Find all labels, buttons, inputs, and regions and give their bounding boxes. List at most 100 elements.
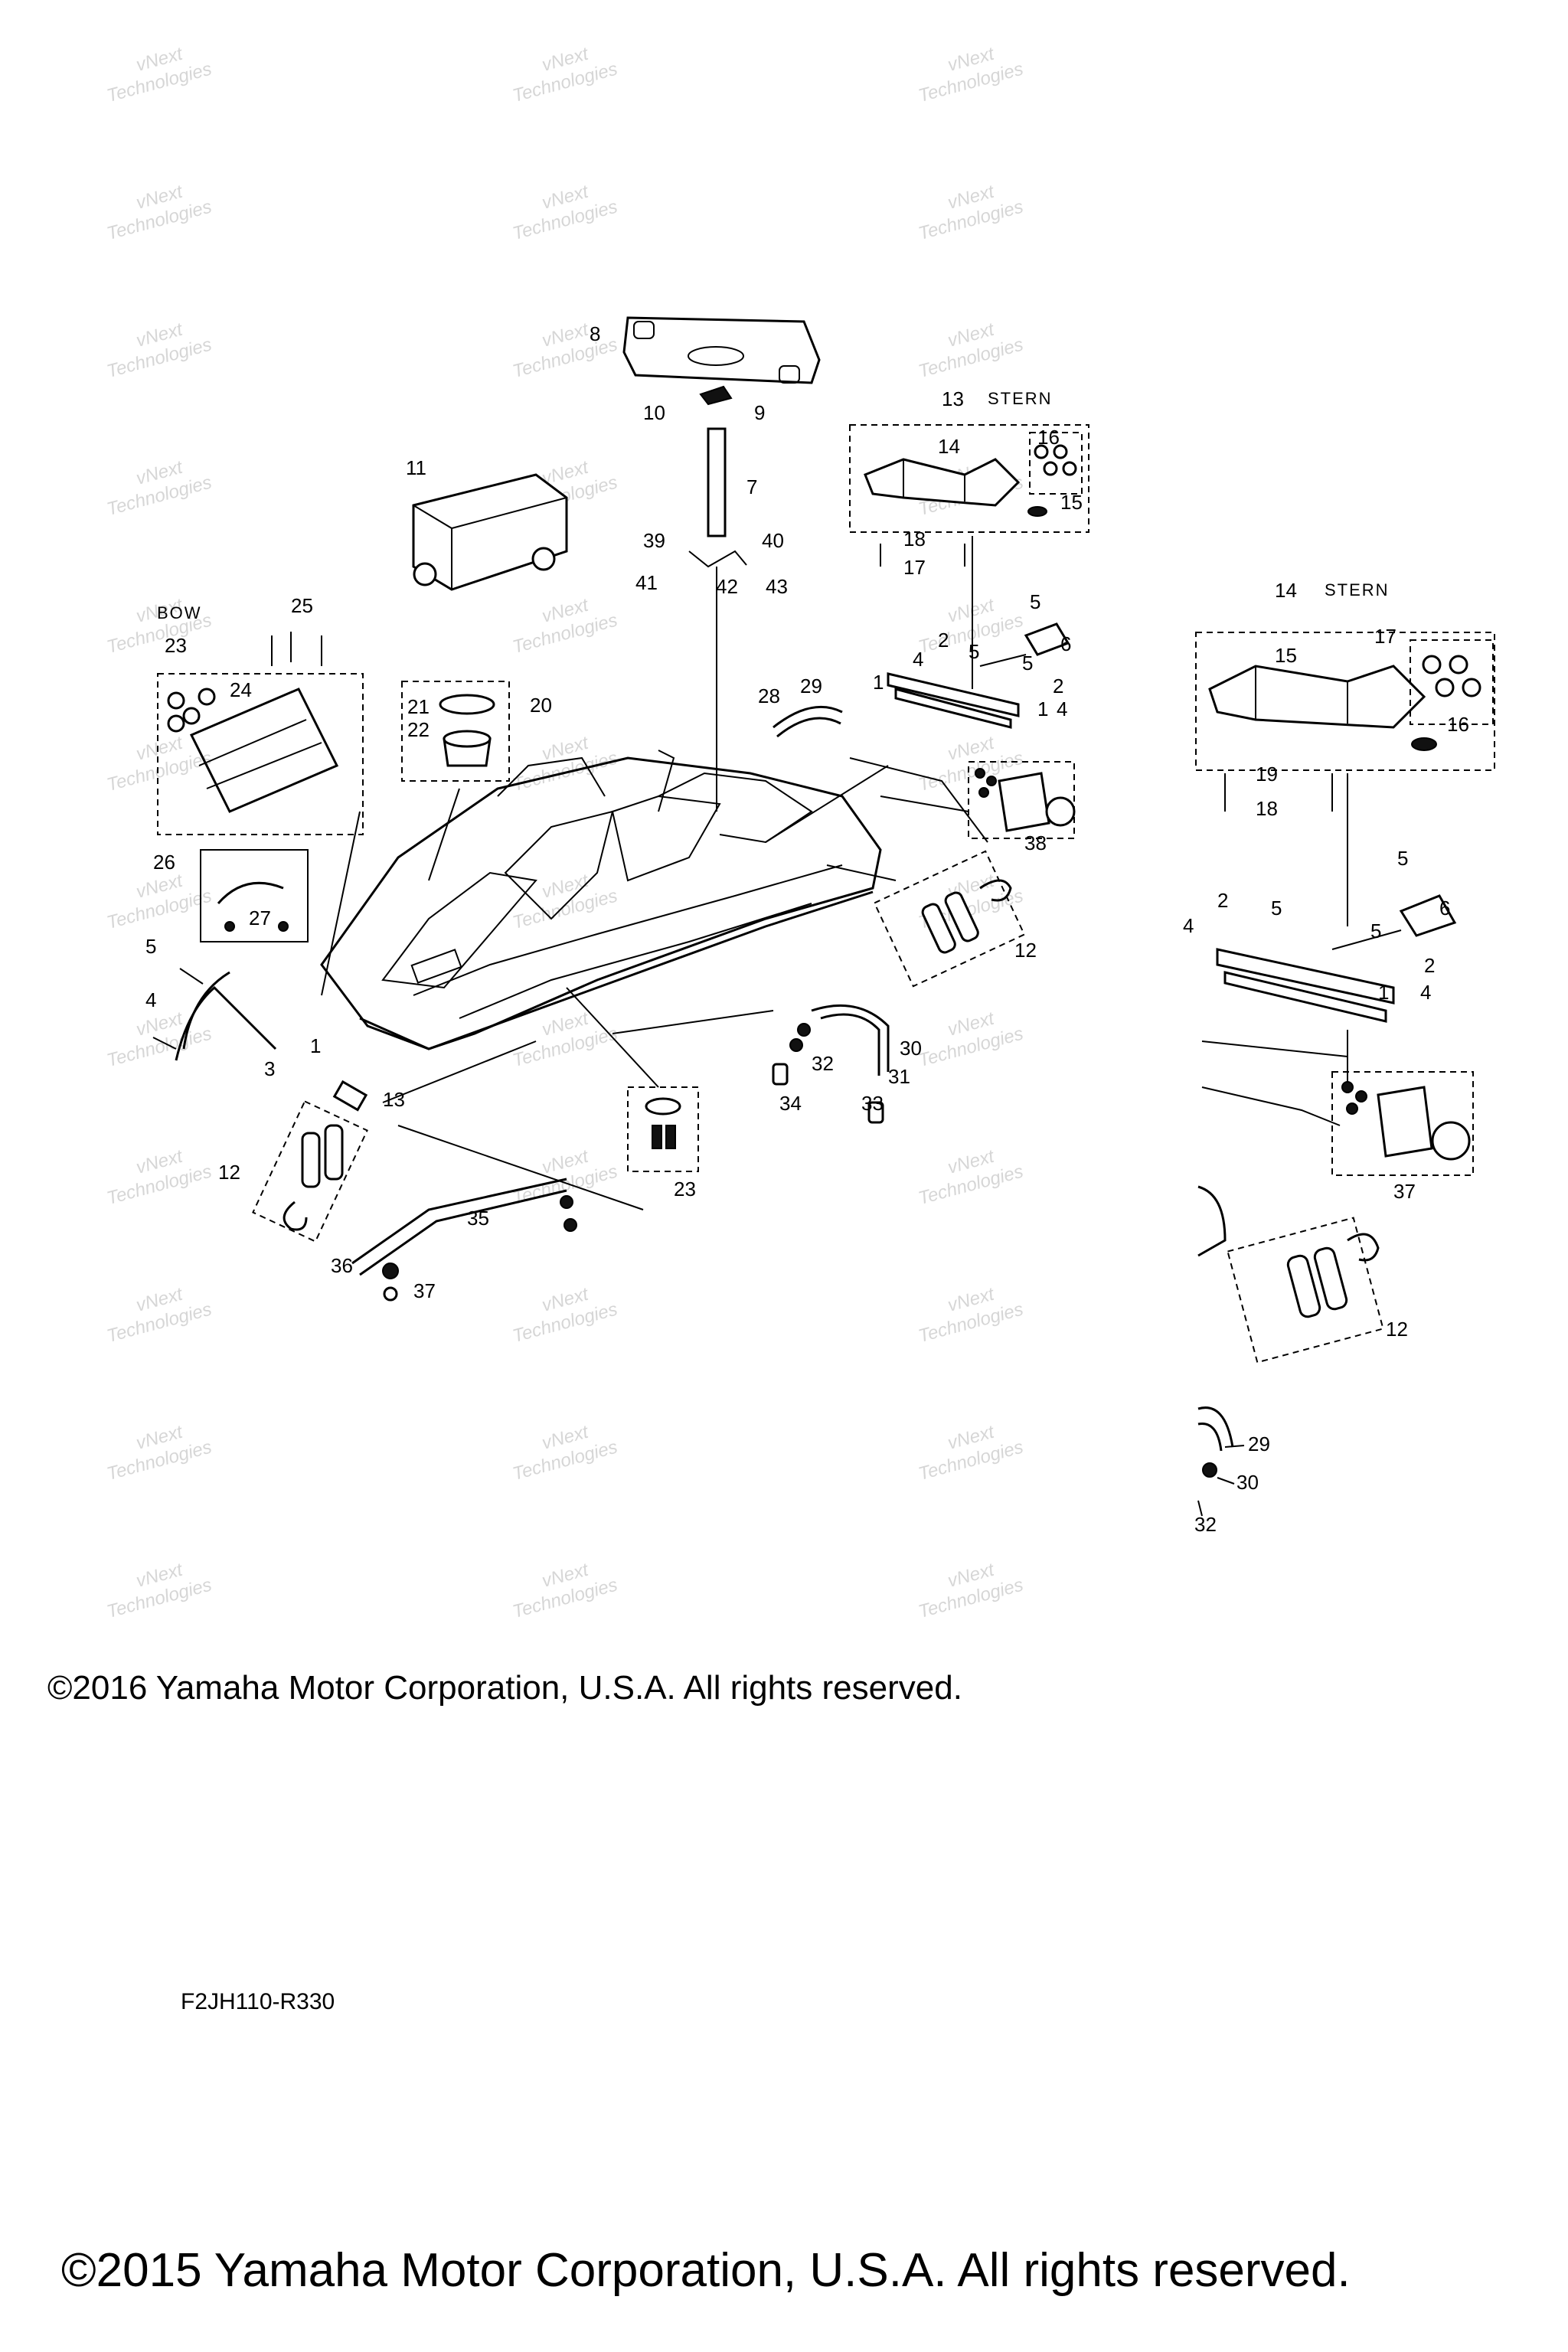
callout-11: 11 (406, 456, 426, 479)
callout-21: 21 (407, 695, 430, 718)
callout-18: 17 (903, 556, 926, 579)
plate-box-39 (968, 761, 1076, 839)
callout-4a: 4 (913, 648, 923, 671)
callout-19: 18 (903, 528, 926, 550)
label-stern-right: STERN (1325, 580, 1390, 599)
callout-9: 9 (754, 401, 765, 424)
callout-12a: 12 (1014, 939, 1037, 962)
copyright-2015: ©2015 Yamaha Motor Corporation, U.S.A. A… (61, 2244, 1351, 2297)
r-callout-5b: 5 (1271, 897, 1282, 920)
r-callout-6: 6 (1439, 897, 1450, 920)
callout-39: 38 (1024, 831, 1047, 854)
callout-14: 13 (942, 387, 964, 410)
r-callout-4a: 4 (1183, 914, 1194, 937)
callout-labels-right: 14 STERN 15 17 16 19 18 5 6 2 5 5 4 2 1 … (1183, 579, 1469, 1536)
r-callout-18: 18 (1256, 797, 1278, 820)
stern-step-box-left (849, 424, 1089, 689)
r-callout-32: 32 (1194, 1513, 1217, 1536)
callout-1b: 1 (1037, 697, 1048, 720)
callout-2a: 2 (938, 629, 949, 652)
callout-22: 22 (407, 718, 430, 741)
label-bow: BOW (157, 603, 202, 622)
callout-24: 23 (165, 634, 187, 657)
tow-eye-mid (873, 850, 1026, 988)
bow-ladder-box (157, 632, 364, 835)
callout-37: 36 (331, 1254, 353, 1277)
cooler-part (412, 473, 568, 591)
hand-rail-part (351, 1178, 577, 1302)
callout-35: 34 (779, 1092, 802, 1115)
callout-25: 24 (230, 678, 252, 701)
callout-3: 3 (264, 1057, 275, 1080)
hose-31-part (772, 1004, 890, 1124)
r-callout-37: 37 (1393, 1180, 1416, 1203)
r-callout-12: 12 (1386, 1318, 1408, 1341)
callout-5b: 5 (1022, 652, 1033, 675)
callout-29: 28 (758, 684, 780, 707)
leader-lines (321, 750, 988, 1210)
r-callout-4b: 4 (1420, 981, 1431, 1004)
callout-13: 13 (383, 1088, 405, 1111)
callout-17: 16 (1037, 426, 1060, 449)
r-callout-2a: 2 (1217, 889, 1228, 912)
r-callout-19: 19 (1256, 763, 1278, 786)
callout-5d: 5 (145, 935, 156, 958)
r-callout-14: 14 (1275, 579, 1297, 602)
r-callout-30: 30 (1236, 1471, 1259, 1494)
callout-5a: 5 (1030, 590, 1040, 613)
callout-40: 39 (643, 529, 665, 552)
part-code: F2JH110-R330 (181, 1989, 335, 2014)
drain-fitting-box (627, 1086, 699, 1172)
callout-28: 27 (249, 906, 271, 929)
r-callout-5c: 5 (1370, 920, 1381, 942)
callout-labels: 8 9 10 7 11 39 40 41 42 43 BOW 25 23 24 … (145, 322, 1083, 1302)
callout-30: 29 (800, 675, 822, 697)
boat-hull-illustration (320, 756, 882, 1050)
callout-1a: 1 (873, 671, 884, 694)
r-callout-2b: 2 (1424, 954, 1435, 977)
callout-34: 33 (861, 1092, 884, 1115)
rail-bracket-left (887, 622, 1070, 729)
callout-31: 30 (900, 1037, 922, 1060)
r-callout-17: 17 (1374, 625, 1396, 648)
callout-4c: 4 (145, 988, 156, 1011)
copyright-2016: ©2016 Yamaha Motor Corporation, U.S.A. A… (47, 1669, 962, 1707)
callout-42: 41 (635, 571, 658, 594)
bow-rail-part (152, 968, 277, 1061)
tow-eye-left (252, 1080, 368, 1243)
callout-5c: 5 (969, 640, 979, 663)
callout-1c: 1 (310, 1034, 321, 1057)
callout-12b: 12 (218, 1161, 240, 1184)
callout-41: 40 (762, 529, 784, 552)
callout-15: 14 (938, 435, 960, 458)
callout-7: 7 (746, 475, 757, 498)
callout-8: 8 (590, 322, 600, 345)
callout-4b: 4 (1057, 697, 1067, 720)
hose-29-part (773, 705, 843, 738)
callout-27: 26 (153, 851, 175, 874)
callout-20: 20 (530, 694, 552, 717)
callout-26: 25 (291, 594, 313, 617)
r-callout-16: 16 (1447, 713, 1469, 736)
label-stern-left: STERN (988, 389, 1053, 408)
callout-44: 43 (766, 575, 788, 598)
r-callout-29: 29 (1248, 1432, 1270, 1455)
hose-box (200, 849, 309, 942)
stern-detail-right (1195, 632, 1495, 1478)
callout-38: 37 (413, 1279, 436, 1302)
callout-16: 15 (1060, 491, 1083, 514)
callout-32: 31 (888, 1065, 910, 1088)
callout-43: 42 (716, 575, 738, 598)
r-callout-15: 15 (1275, 644, 1297, 667)
callout-2b: 2 (1053, 675, 1063, 697)
cup-holder-box (401, 681, 510, 782)
callout-23: 23 (674, 1178, 696, 1200)
callout-36: 35 (467, 1207, 489, 1230)
callout-10: 10 (643, 401, 665, 424)
seat-panel-part (622, 316, 821, 812)
callout-33: 32 (812, 1052, 834, 1075)
r-callout-1: 1 (1378, 981, 1389, 1004)
r-callout-5a: 5 (1397, 847, 1408, 870)
